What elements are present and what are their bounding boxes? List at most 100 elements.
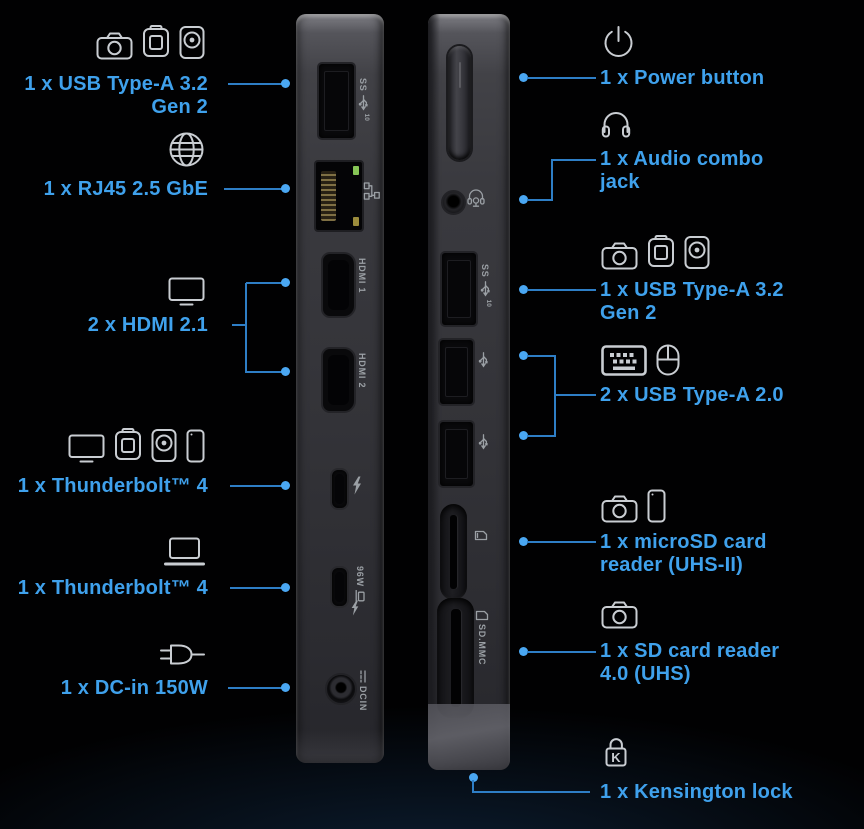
connector-audio [551, 159, 596, 161]
audio-icons [601, 110, 631, 138]
connector-dc-in [228, 687, 282, 689]
connector-usb-a-front [527, 289, 596, 291]
connector-usb-a-back [228, 83, 282, 85]
label-kensington: 1 x Kensington lock [600, 781, 793, 803]
hdmi1-marking: HDMI 1 [357, 258, 367, 294]
power-icons [601, 25, 636, 60]
microsd-slot [440, 504, 467, 600]
svg-text:K: K [611, 750, 621, 765]
connector-microsd [527, 541, 596, 543]
tb4-host-icons [0, 537, 205, 567]
monitor-icon [168, 277, 205, 306]
label-sd: 1 x SD card reader 4.0 (UHS) [600, 640, 780, 685]
dc-symbol-icon [360, 670, 366, 683]
label-microsd: 1 x microSD card reader (UHS-II) [600, 531, 767, 576]
usb-trident-marking [478, 434, 489, 450]
connector-usb20-stub1 [527, 355, 556, 357]
dock-back-panel: SS 10 HDMI 1 HDMI 2 96W [296, 14, 384, 763]
dc-plug-icon [160, 644, 205, 665]
usb-trident-icon [358, 94, 368, 111]
hdd-icon [179, 26, 205, 59]
connector-dot [281, 278, 290, 287]
hdmi-icons [0, 277, 205, 306]
hdmi1-port [321, 252, 356, 318]
globe-icon [169, 132, 204, 167]
camera-icon [601, 242, 638, 270]
usb-a-back-icons [0, 24, 205, 60]
laptop-glyph-icon [355, 589, 365, 603]
label-hdmi: 2 x HDMI 2.1 [87, 314, 208, 336]
usb-a-3-2-port-front [440, 251, 478, 327]
usb20-icons [601, 344, 680, 376]
connector-dot [281, 481, 290, 490]
connector-dot [519, 73, 528, 82]
label-power: 1 x Power button [600, 67, 765, 89]
connector-usb20-bracket [554, 356, 556, 436]
thunderbolt-icon [350, 600, 360, 616]
drive-bay-icon [143, 25, 169, 57]
connector-dot [519, 647, 528, 656]
power-icon [604, 26, 633, 57]
connector-hdmi-stem [232, 324, 247, 326]
thunderbolt-icon [351, 476, 363, 495]
connector-hdmi2 [246, 371, 282, 373]
mouse-icon [656, 344, 680, 376]
usb-a-front-icons [601, 234, 710, 270]
rj45-port [314, 160, 364, 232]
camera-icon [96, 32, 133, 60]
thunderbolt4-downstream-port [330, 468, 349, 510]
dc-in-marking: DCIN [358, 670, 368, 711]
kensington-icons: K [601, 736, 631, 770]
label-audio: 1 x Audio combo jack [600, 148, 764, 193]
connector-dot [281, 79, 290, 88]
dc-in-icons [0, 641, 205, 668]
connector-dot [281, 367, 290, 376]
connector-tb4-downstream [230, 485, 282, 487]
connector-usb20 [555, 394, 596, 396]
sd-mmc-marking: SD.MMC [475, 610, 489, 665]
usb-trident-icon [478, 352, 488, 368]
camera-icon [601, 601, 638, 629]
dc-in-port [325, 673, 357, 705]
label-tb4-host: 1 x Thunderbolt™ 4 [17, 577, 208, 599]
connector-usb20-stub2 [527, 435, 556, 437]
label-usb-a-back: 1 x USB Type-A 3.2 Gen 2 [24, 73, 208, 118]
connector-tb4-host [230, 587, 282, 589]
hdmi2-marking: HDMI 2 [357, 353, 367, 389]
drive-bay-icon [115, 428, 141, 460]
usb-trident-marking [478, 352, 489, 368]
usb-a-2-0-port-1 [438, 338, 475, 406]
microsd-icons [601, 489, 666, 523]
label-dc-in: 1 x DC-in 150W [60, 677, 208, 699]
usb-a-3-2-port-back [317, 62, 356, 140]
connector-dot [281, 184, 290, 193]
laptop-icon [164, 537, 205, 566]
camera-icon [601, 495, 638, 523]
connector-hdmi1 [246, 282, 282, 284]
hdd-icon [151, 429, 177, 462]
hdmi2-port [321, 347, 356, 413]
microsd-marking-icon [474, 530, 488, 541]
phone-icon [186, 429, 205, 463]
usb-trident-icon [478, 434, 488, 450]
sd-card-glyph-icon [475, 610, 489, 621]
connector-dot [281, 583, 290, 592]
connector-hdmi-bracket [245, 283, 247, 373]
connector-dot [519, 285, 528, 294]
connector-rj45 [224, 188, 282, 190]
connector-sd [527, 651, 596, 653]
connector-dot [469, 773, 478, 782]
phone-icon [647, 489, 666, 523]
network-marking-icon [363, 182, 380, 200]
rj45-icons [0, 132, 205, 168]
usb-ss10-marking: SS 10 [358, 78, 371, 121]
usb-trident-icon [480, 280, 490, 297]
label-usb-a-front: 1 x USB Type-A 3.2 Gen 2 [600, 279, 784, 324]
label-rj45: 1 x RJ45 2.5 GbE [43, 178, 208, 200]
dock-front-panel: SS 10 SD.MMC [428, 14, 510, 770]
sd-card-slot [437, 598, 474, 718]
audio-combo-jack-port [441, 190, 466, 215]
label-usb20: 2 x USB Type-A 2.0 [600, 384, 784, 406]
thunderbolt4-host-port [330, 566, 349, 608]
